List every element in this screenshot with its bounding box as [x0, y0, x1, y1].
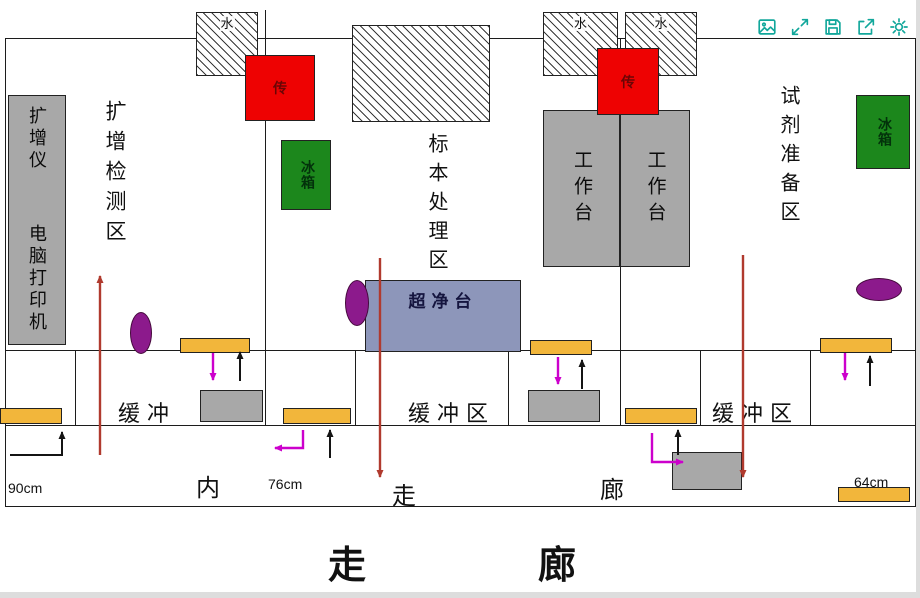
wall-corridor [5, 506, 916, 507]
stool-3 [856, 278, 902, 301]
pass-box-1-label: 传 [273, 82, 287, 97]
pass-window-6 [820, 338, 892, 353]
wall-room-divider-1 [265, 10, 266, 425]
pass-window-2 [0, 408, 62, 424]
fridge-2: 冰箱 [856, 95, 910, 169]
buffer-wall-2 [355, 350, 356, 425]
buffer-wall-5 [810, 350, 811, 425]
fridge-1-label: 冰箱 [299, 160, 314, 190]
pass-box-1: 传 [245, 55, 315, 121]
buffer-wall-3 [508, 350, 509, 425]
settings-icon[interactable] [888, 16, 910, 38]
main-corridor-char-2: 廊 [538, 545, 577, 587]
pass-box-2: 传 [597, 48, 659, 115]
computer-printer-label: 电脑打印机 [27, 224, 47, 334]
buffer-wall-4 [700, 350, 701, 425]
amplification-zone-label: 扩增检测区 [103, 100, 127, 250]
image-icon[interactable] [756, 16, 778, 38]
pass-window-1 [180, 338, 250, 353]
workbench-left: 工作台 [543, 110, 620, 267]
pass-box-2-label: 传 [621, 75, 635, 91]
wall-right [915, 38, 916, 507]
save-icon[interactable] [822, 16, 844, 38]
workbench-right: 工作台 [620, 110, 690, 267]
amplifier-printer-cabinet: 扩增仪 电脑打印机 [8, 95, 66, 345]
dimension-64cm: 64cm [854, 474, 889, 490]
wall-left [5, 38, 6, 507]
amplifier-label: 扩增仪 [27, 106, 47, 172]
buffer-wall-1 [75, 350, 76, 425]
sink-1-label: 水 [219, 16, 235, 31]
fullscreen-icon[interactable] [789, 16, 811, 38]
stool-2 [345, 280, 369, 326]
buffer2-label: 缓冲区 [408, 401, 496, 426]
inner-corridor-char-3: 廊 [600, 478, 624, 504]
pass-window-7 [838, 487, 910, 502]
fridge-2-label: 冰箱 [876, 117, 891, 147]
reagent-zone-label: 试剂准备区 [777, 85, 799, 230]
wall-buffer-bottom [5, 425, 916, 426]
buffer1-label: 缓冲 [118, 401, 177, 426]
specimen-zone-label: 标本处理区 [425, 133, 447, 278]
inner-corridor-char-2: 走 [392, 484, 416, 510]
buffer3-label: 缓冲区 [712, 401, 800, 426]
workbench-left-label: 工作台 [571, 149, 592, 228]
buffer-bench-1 [200, 390, 263, 422]
corridor-bench [672, 452, 742, 490]
pass-window-3 [283, 408, 351, 424]
viewer-toolbar [756, 16, 910, 38]
export-icon[interactable] [855, 16, 877, 38]
fridge-1: 冰箱 [281, 140, 331, 210]
sink-3-label: 水 [653, 16, 669, 31]
dimension-90cm: 90cm [8, 480, 43, 496]
main-corridor-char-1: 走 [328, 545, 367, 587]
pass-window-5 [625, 408, 697, 424]
inner-corridor-char-1: 内 [196, 476, 220, 502]
sink-2-label: 水 [573, 16, 588, 31]
hatched-bench [352, 25, 490, 122]
clean-bench: 超净台 [365, 280, 521, 352]
pass-window-4 [530, 340, 592, 355]
clean-bench-label: 超净台 [408, 292, 478, 311]
dimension-76cm: 76cm [268, 476, 303, 492]
buffer-bench-2 [528, 390, 600, 422]
workbench-right-label: 工作台 [644, 149, 666, 228]
stool-1 [130, 312, 152, 354]
